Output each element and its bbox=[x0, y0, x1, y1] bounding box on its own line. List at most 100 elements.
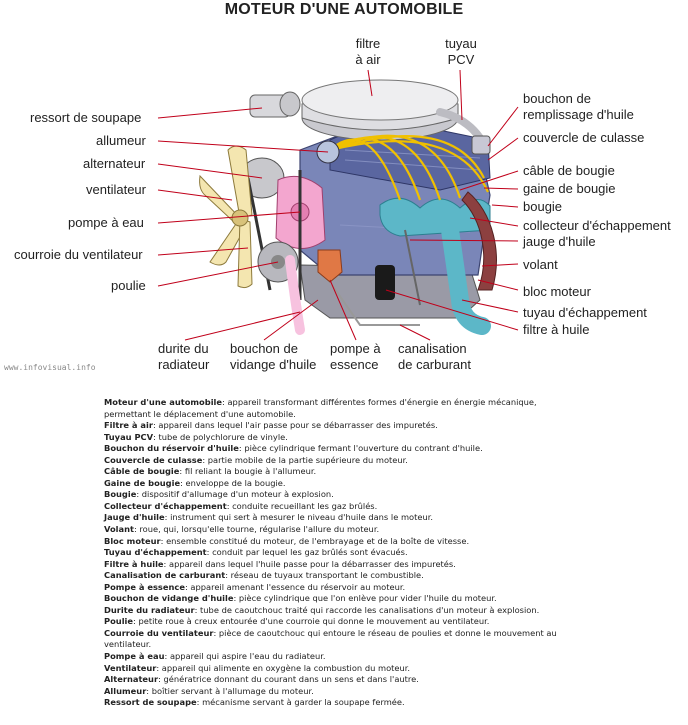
glossary-entry: Pompe à essence: appareil amenant l'esse… bbox=[104, 581, 406, 592]
glossary-entry: Filtre à air: appareil dans lequel l'air… bbox=[104, 420, 438, 431]
glossary-definition: appareil transformant différentes formes… bbox=[104, 397, 537, 419]
glossary-term: Tuyau PCV bbox=[104, 431, 154, 442]
glossary-definition: fil reliant la bougie à l'allumeur. bbox=[184, 466, 317, 477]
label-collecteur: collecteur d'échappement bbox=[523, 218, 671, 233]
glossary-definition: conduite recueillant les gaz brûlés. bbox=[232, 500, 378, 511]
glossary-entry: Filtre à huile: appareil dans lequel l'h… bbox=[104, 558, 456, 569]
glossary-term: Bloc moteur bbox=[104, 535, 161, 546]
glossary-definition: tube de polychlorure de vinyle. bbox=[158, 431, 288, 442]
glossary-definition: génératrice donnant du courant dans un s… bbox=[163, 674, 419, 685]
label-volant: volant bbox=[523, 257, 558, 272]
watermark: www.infovisual.info bbox=[4, 363, 96, 372]
label-bouchon-vidange-line1: bouchon de bbox=[230, 341, 298, 356]
glossary-entry: Tuyau PCV: tube de polychlorure de vinyl… bbox=[104, 431, 288, 442]
glossary-entry: Collecteur d'échappement: conduite recue… bbox=[104, 500, 378, 511]
label-canalisation: canalisation de carburant bbox=[398, 341, 471, 373]
glossary-term: Collecteur d'échappement bbox=[104, 500, 227, 511]
label-bouchon-remplissage-line2: remplissage d'huile bbox=[523, 107, 634, 122]
label-jauge: jauge d'huile bbox=[523, 234, 596, 249]
glossary-entry: Bouchon du réservoir d'huile: pièce cyli… bbox=[104, 443, 483, 454]
pcv-tube bbox=[436, 108, 484, 142]
glossary-definition: dispositif d'allumage d'un moteur à expl… bbox=[141, 489, 334, 500]
glossary-definition: pièce cylindrique que l'on enlève pour v… bbox=[238, 593, 497, 604]
label-bloc-moteur: bloc moteur bbox=[523, 284, 591, 299]
glossary-definition: instrument qui sert à mesurer le niveau … bbox=[170, 512, 434, 523]
glossary-entry: Jauge d'huile: instrument qui sert à mes… bbox=[104, 512, 434, 523]
label-filtre-air: filtre à air bbox=[343, 36, 393, 68]
label-pompe-essence-line2: essence bbox=[330, 357, 379, 372]
engine-diagram bbox=[157, 69, 519, 341]
exhaust-pipe bbox=[441, 221, 491, 335]
glossary-entry: Bougie: dispositif d'allumage d'un moteu… bbox=[104, 489, 334, 500]
glossary-term: Alternateur bbox=[104, 674, 159, 685]
label-bougie: bougie bbox=[523, 199, 563, 214]
glossary-term: Filtre à huile bbox=[104, 558, 164, 569]
label-durite-line1: durite du bbox=[158, 341, 209, 356]
label-couvercle-culasse: couvercle de culasse bbox=[523, 130, 645, 145]
glossary-entry: Ressort de soupape: mécanisme servant à … bbox=[104, 697, 405, 708]
glossary-definition: appareil dans lequel l'huile passe pour … bbox=[168, 558, 456, 569]
label-canalisation-line2: de carburant bbox=[398, 357, 471, 372]
glossary: Moteur d'une automobile: appareil transf… bbox=[104, 397, 574, 709]
glossary-term: Bouchon du réservoir d'huile bbox=[104, 443, 239, 454]
spark-plug-wires bbox=[329, 134, 489, 201]
glossary-definition: appareil qui alimente en oxygène la comb… bbox=[161, 662, 411, 673]
glossary-definition: pièce cylindrique fermant l'ouverture du… bbox=[244, 443, 483, 454]
label-tuyau-pcv: tuyau PCV bbox=[436, 36, 486, 68]
glossary-term: Gaine de bougie bbox=[104, 477, 181, 488]
label-bouchon-remplissage: bouchon de remplissage d'huile bbox=[523, 91, 634, 123]
glossary-entry: Durite du radiateur: tube de caoutchouc … bbox=[104, 604, 540, 615]
glossary-term: Canalisation de carburant bbox=[104, 570, 226, 581]
glossary-entry: Ventilateur: appareil qui alimente en ox… bbox=[104, 662, 411, 673]
label-canalisation-line1: canalisation bbox=[398, 341, 467, 356]
label-ressort-soupape: ressort de soupape bbox=[30, 110, 142, 125]
glossary-definition: réseau de tuyaux transportant le combust… bbox=[230, 570, 424, 581]
glossary-definition: ensemble constitué du moteur, de l'embra… bbox=[166, 535, 470, 546]
glossary-term: Couvercle de culasse bbox=[104, 454, 203, 465]
glossary-entry: Câble de bougie: fil reliant la bougie à… bbox=[104, 466, 317, 477]
glossary-entry: Canalisation de carburant: réseau de tuy… bbox=[104, 570, 424, 581]
glossary-entry: Gaine de bougie: enveloppe de la bougie. bbox=[104, 477, 286, 488]
glossary-term: Volant bbox=[104, 524, 134, 535]
glossary-term: Pompe à eau bbox=[104, 651, 165, 662]
label-pompe-essence: pompe à essence bbox=[330, 341, 381, 373]
label-bouchon-remplissage-line1: bouchon de bbox=[523, 91, 591, 106]
label-alternateur: alternateur bbox=[83, 156, 146, 171]
glossary-term: Moteur d'une automobile bbox=[104, 397, 223, 407]
glossary-term: Durite du radiateur bbox=[104, 604, 195, 615]
glossary-definition: enveloppe de la bougie. bbox=[185, 477, 286, 488]
glossary-definition: partie mobile de la partie supérieure du… bbox=[207, 454, 408, 465]
label-cable-bougie: câble de bougie bbox=[523, 163, 615, 178]
glossary-definition: appareil dans lequel l'air passe pour se… bbox=[158, 420, 438, 431]
glossary-entry: Tuyau d'échappement: conduit par lequel … bbox=[104, 547, 408, 558]
leader-lines bbox=[157, 69, 519, 341]
glossary-term: Bouchon de vidange d'huile bbox=[104, 593, 234, 604]
glossary-term: Ventilateur bbox=[104, 662, 157, 673]
glossary-term: Câble de bougie bbox=[104, 466, 180, 477]
label-tuyau-pcv-line1: tuyau bbox=[445, 36, 477, 51]
glossary-entry: Bouchon de vidange d'huile: pièce cylind… bbox=[104, 593, 497, 604]
exhaust-manifold bbox=[379, 197, 491, 237]
glossary-term: Bougie bbox=[104, 489, 137, 500]
glossary-entry: Couvercle de culasse: partie mobile de l… bbox=[104, 454, 408, 465]
glossary-term: Jauge d'huile bbox=[104, 512, 165, 523]
label-pompe-essence-line1: pompe à bbox=[330, 341, 381, 356]
fuel-pump bbox=[317, 249, 343, 283]
glossary-term: Ressort de soupape bbox=[104, 697, 197, 708]
glossary-entry: Moteur d'une automobile: appareil transf… bbox=[104, 397, 537, 419]
glossary-term: Poulie bbox=[104, 616, 134, 627]
glossary-definition: appareil qui aspire l'eau du radiateur. bbox=[169, 651, 326, 662]
glossary-definition: tube de caoutchouc traité qui raccorde l… bbox=[200, 604, 540, 615]
glossary-entry: Courroie du ventilateur: pièce de caoutc… bbox=[104, 627, 557, 650]
label-poulie: poulie bbox=[111, 278, 146, 293]
label-bouchon-vidange-line2: vidange d'huile bbox=[230, 357, 317, 372]
glossary-entry: Pompe à eau: appareil qui aspire l'eau d… bbox=[104, 651, 326, 662]
glossary-definition: mécanisme servant à garder la soupape fe… bbox=[202, 697, 405, 708]
glossary-term: Pompe à essence bbox=[104, 581, 185, 592]
page-title: MOTEUR D'UNE AUTOMOBILE bbox=[224, 1, 464, 18]
label-courroie-ventilateur: courroie du ventilateur bbox=[14, 247, 143, 262]
radiator-hose bbox=[285, 255, 305, 335]
glossary-entry: Alternateur: génératrice donnant du cour… bbox=[104, 674, 419, 685]
glossary-entry: Poulie: petite roue à creux entourée d'u… bbox=[104, 616, 490, 627]
label-durite-line2: radiateur bbox=[158, 357, 210, 372]
